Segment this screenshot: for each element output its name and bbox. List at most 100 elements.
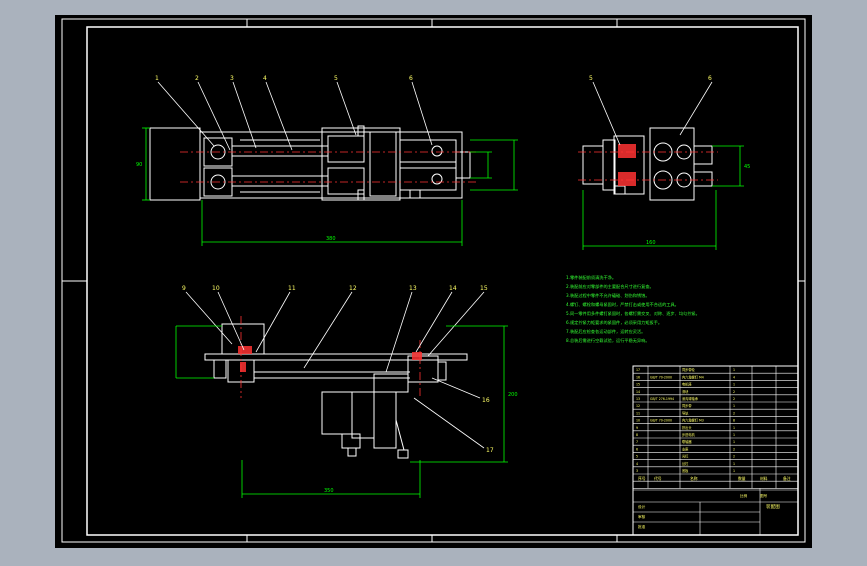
technical-notes: 1.零件装配前须清洗干净。 2.装配前应对零部件的主要配合尺寸进行复查。 3.装… [566,274,700,344]
parts-cell-name: 支座 [682,446,689,451]
side-balloon-5: 5 [589,75,593,82]
header-code: 代号 [654,476,662,481]
parts-cell-qty: 1 [733,426,735,430]
drawing-sheet [55,15,812,548]
parts-cell-qty: 2 [733,411,735,415]
balloon-10: 10 [212,285,220,292]
note-line-8: 8.总装后需进行空载试验，运行平稳无异响。 [566,337,650,344]
front-view-hatch [238,346,422,372]
note-line-6: 6.规定拧紧力矩要求的紧固件，必须采用力矩扳手。 [566,319,662,326]
front-view[interactable]: 9 10 11 12 13 14 15 16 17 350 200 [175,285,518,498]
parts-cell-name: 导轨 [682,410,689,415]
parts-cell-no: 16 [636,375,640,379]
side-view-dimensions [582,145,744,250]
parts-cell-name: 电机座 [682,382,692,387]
parts-cell-qty: 2 [733,390,735,394]
approver-label: 批准 [638,524,646,529]
note-line-1: 1.零件装配前须清洗干净。 [566,274,616,281]
parts-cell-code: GB/T 70-2000 [650,375,672,379]
parts-cell-name: 步进电机 [682,432,696,437]
note-line-3: 3.装配过程中零件不允许磕碰、划伤和锈蚀。 [566,292,650,299]
parts-cell-name: 光杠 [682,454,689,459]
top-view-leaders [157,81,433,151]
parts-cell-no: 13 [636,397,640,401]
front-dim-width: 350 [324,488,334,494]
sheet-label: 图号 [760,493,768,498]
balloon-14: 14 [449,285,457,292]
parts-cell-name: 内六角螺钉 M4 [682,374,704,379]
checker-label: 审核 [638,514,646,519]
designer-label: 设计 [638,504,646,509]
parts-cell-no: 6 [636,447,638,451]
parts-cell-no: 14 [636,390,640,394]
scale-label: 比例 [740,493,748,498]
parts-cell-qty: 1 [733,404,735,408]
zone-ticks [62,19,805,542]
parts-cell-qty: 1 [733,462,735,466]
parts-cell-no: 12 [636,404,640,408]
title-block-frame [632,365,799,536]
parts-cell-qty: 4 [733,375,735,379]
front-dim-height: 200 [508,392,518,398]
balloon-1: 1 [155,75,159,82]
side-dim-height: 45 [744,164,750,170]
top-dim-height: 90 [136,162,142,168]
front-view-dimensions [175,325,508,498]
balloon-9: 9 [182,285,186,292]
parts-cell-qty: 1 [733,383,735,387]
front-view-body [204,323,468,459]
parts-cell-no: 11 [636,411,640,415]
parts-cell-code: GB/T 70-2000 [650,419,672,423]
balloon-11: 11 [288,285,296,292]
parts-cell-name: 联轴器 [682,439,692,444]
note-line-2: 2.装配前应对零部件的主要配合尺寸进行复查。 [566,283,654,290]
drawing-title: 装配图 [766,503,780,510]
title-block-grid [633,366,798,535]
top-view-balloons: 1 2 3 4 5 6 [155,75,413,82]
side-balloon-6: 6 [708,75,712,82]
balloon-4: 4 [263,75,267,82]
note-line-4: 4.螺钉、螺栓和螺母紧固时，严禁打击或使用不合适的工具。 [566,301,679,308]
note-line-7: 7.装配后应检查各运动部件，运转应灵活。 [566,328,645,335]
header-material: 材料 [760,476,768,481]
parts-cell-name: 内六角螺钉 M3 [682,418,704,423]
parts-cell-qty: 1 [733,433,735,437]
balloon-3: 3 [230,75,234,82]
parts-cell-qty: 2 [733,447,735,451]
balloon-15: 15 [480,285,488,292]
parts-cell-no: 3 [636,469,638,473]
side-dim-width: 160 [646,240,656,246]
header-note: 备注 [783,476,791,481]
parts-cell-no: 15 [636,383,640,387]
parts-header: 序号 代号 名称 数量 材料 备注 [638,476,791,481]
parts-cell-name: 同步带 [682,403,692,408]
balloon-5: 5 [334,75,338,82]
balloon-16: 16 [482,397,490,404]
parts-cell-name: 丝杠 [682,461,689,466]
side-view[interactable]: 5 6 160 45 [578,75,750,250]
parts-cell-qty: 1 [733,368,735,372]
parts-cell-name: 挤出头 [682,425,692,430]
parts-cell-no: 9 [636,426,638,430]
parts-cell-no: 7 [636,440,638,444]
parts-cell-name: 滑块 [682,389,689,394]
front-view-balloons: 9 10 11 12 13 14 15 16 17 [182,285,494,454]
parts-cell-name: 同步带轮 [682,367,696,372]
balloon-13: 13 [409,285,417,292]
parts-cell-name: 深沟球轴承 [682,396,699,401]
parts-cell-no: 5 [636,455,638,459]
balloon-6: 6 [409,75,413,82]
note-line-5: 5.同一零件用多件螺钉紧固时，各螺钉需交叉、对称、逐步、均匀拧紧。 [566,310,700,317]
parts-cell-no: 8 [636,433,638,437]
balloon-2: 2 [195,75,199,82]
front-view-centerlines [240,316,421,398]
front-view-leaders [185,291,485,449]
top-dim-width: 380 [326,236,336,242]
parts-cell-qty: 1 [733,440,735,444]
top-view[interactable]: 1 2 3 4 5 6 380 90 [136,75,518,246]
parts-cell-no: 17 [636,368,640,372]
